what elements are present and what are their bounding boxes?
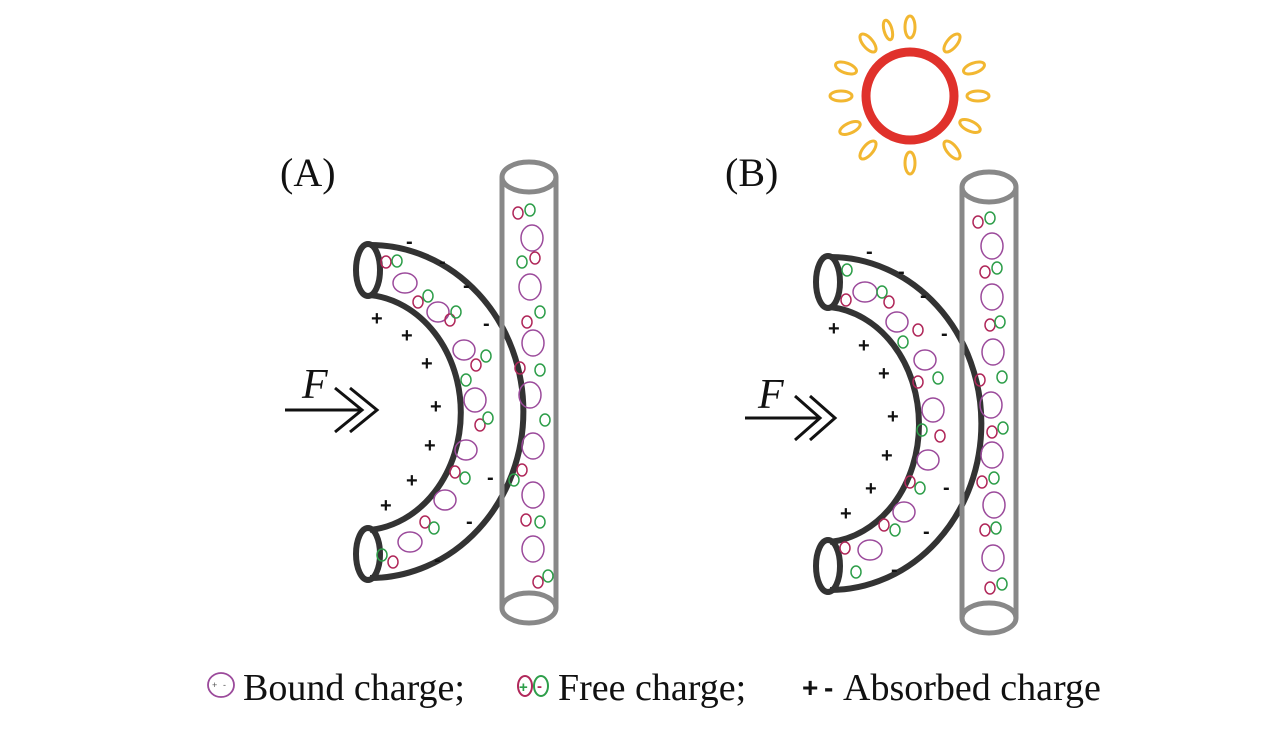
svg-text:-: - — [487, 467, 494, 489]
svg-text:+: + — [401, 325, 413, 347]
force-label-a: F — [301, 362, 328, 408]
svg-text:+: + — [424, 435, 436, 457]
svg-text:-: - — [434, 549, 441, 571]
svg-text:+: + — [421, 353, 433, 375]
bound-charge-icon: + - — [207, 672, 235, 698]
sun-icon — [828, 14, 991, 176]
svg-text:+: + — [212, 680, 217, 690]
svg-text:-: - — [891, 559, 898, 581]
legend-absorbed-charge: Absorbed charge — [843, 667, 1101, 709]
legend-free-charge: Free charge; — [558, 667, 746, 709]
svg-text:-: - — [923, 521, 930, 543]
panel-a: (A) F + + + + + + — [280, 150, 559, 626]
svg-text:+: + — [887, 406, 899, 428]
rod-free-charges-a — [508, 203, 554, 589]
svg-text:-: - — [920, 285, 927, 307]
svg-text:+: + — [881, 445, 893, 467]
straight-rod-a — [499, 159, 559, 626]
svg-text:-: - — [406, 231, 413, 253]
svg-text:-: - — [941, 323, 948, 345]
svg-text:+: + — [840, 503, 852, 525]
svg-text:+: + — [519, 679, 528, 696]
svg-text:+: + — [380, 495, 392, 517]
force-label-b: F — [757, 372, 784, 418]
svg-text:-: - — [223, 680, 226, 690]
legend-bound-charge: Bound charge; — [243, 667, 465, 709]
svg-text:+: + — [865, 478, 877, 500]
free-charge-icon: + - — [517, 675, 549, 697]
free-charges-b — [839, 263, 946, 579]
force-arrow-icon — [285, 386, 380, 434]
svg-text:+: + — [878, 363, 890, 385]
panel-b-label: (B) — [725, 150, 778, 195]
svg-text:+: + — [802, 672, 818, 703]
bound-charges-a — [392, 272, 487, 553]
free-charges-a — [376, 254, 494, 569]
svg-text:-: - — [483, 313, 490, 335]
rod-free-charges-b — [972, 211, 1009, 595]
svg-text:-: - — [463, 275, 470, 297]
panel-b: (B) F + + + + + + + - - — [725, 150, 1019, 636]
rod-bound-charges-b — [979, 232, 1006, 572]
svg-text:+: + — [828, 318, 840, 340]
svg-text:-: - — [866, 241, 873, 263]
svg-text:-: - — [439, 251, 446, 273]
svg-text:+: + — [371, 308, 383, 330]
svg-text:-: - — [824, 672, 833, 703]
legend: + - Bound charge; + - Free charge; + - A… — [207, 667, 1101, 709]
bent-fiber-a — [353, 241, 527, 583]
force-arrow-icon — [745, 394, 838, 442]
absorbed-charges-a: + + + + + + + - - - - - - - — [371, 231, 494, 571]
svg-text:-: - — [898, 261, 905, 283]
absorbed-charge-icon: + - — [802, 672, 833, 703]
svg-text:+: + — [406, 470, 418, 492]
svg-text:-: - — [537, 678, 542, 695]
svg-text:+: + — [858, 335, 870, 357]
panel-a-label: (A) — [280, 150, 336, 195]
svg-text:-: - — [943, 477, 950, 499]
rod-bound-charges-a — [518, 224, 545, 563]
svg-text:+: + — [430, 396, 442, 418]
svg-text:-: - — [466, 511, 473, 533]
straight-rod-b — [959, 169, 1019, 636]
absorbed-charges-b: + + + + + + + - - - - - - - — [828, 241, 950, 581]
